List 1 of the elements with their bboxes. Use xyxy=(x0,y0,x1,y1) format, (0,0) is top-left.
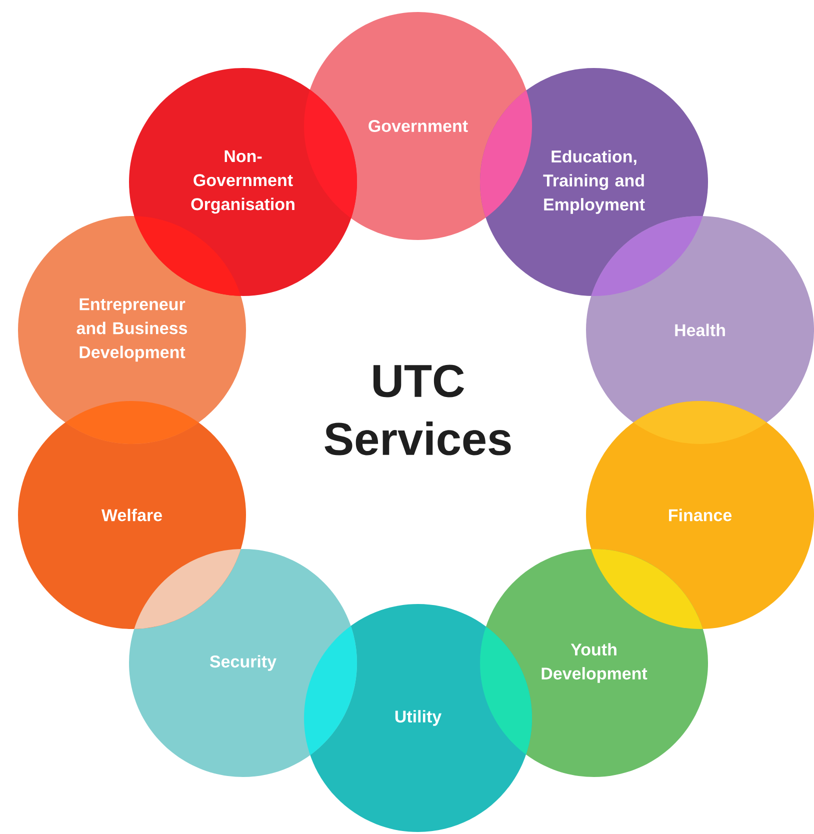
title: UTC Services xyxy=(324,364,511,456)
